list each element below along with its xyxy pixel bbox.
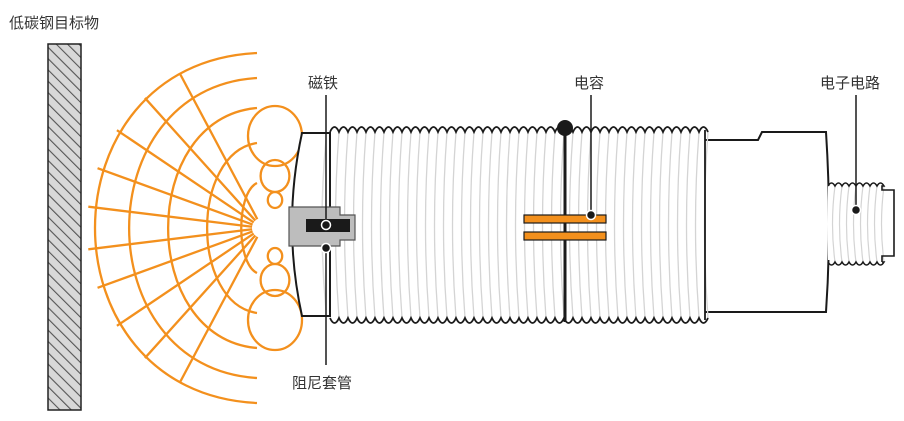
label-capacitor: 电容 [574,74,605,92]
leader-lines [325,95,857,365]
capacitor-lead-cap [557,120,573,136]
leader-dots [320,204,862,254]
capacitor-plate-top [523,214,607,224]
capacitor-plate-bottom [523,231,607,241]
connector-threads [827,182,895,266]
label-magnet: 磁铁 [308,74,339,92]
magnetic-field-lines [88,51,304,405]
electronics-housing [699,131,830,313]
steel-target-plate [47,43,82,411]
label-damping-sleeve: 阻尼套管 [292,374,353,392]
label-steel-target: 低碳钢目标物 [9,14,100,32]
label-electronic-circuit: 电子电路 [820,74,881,92]
threaded-body [329,126,709,324]
